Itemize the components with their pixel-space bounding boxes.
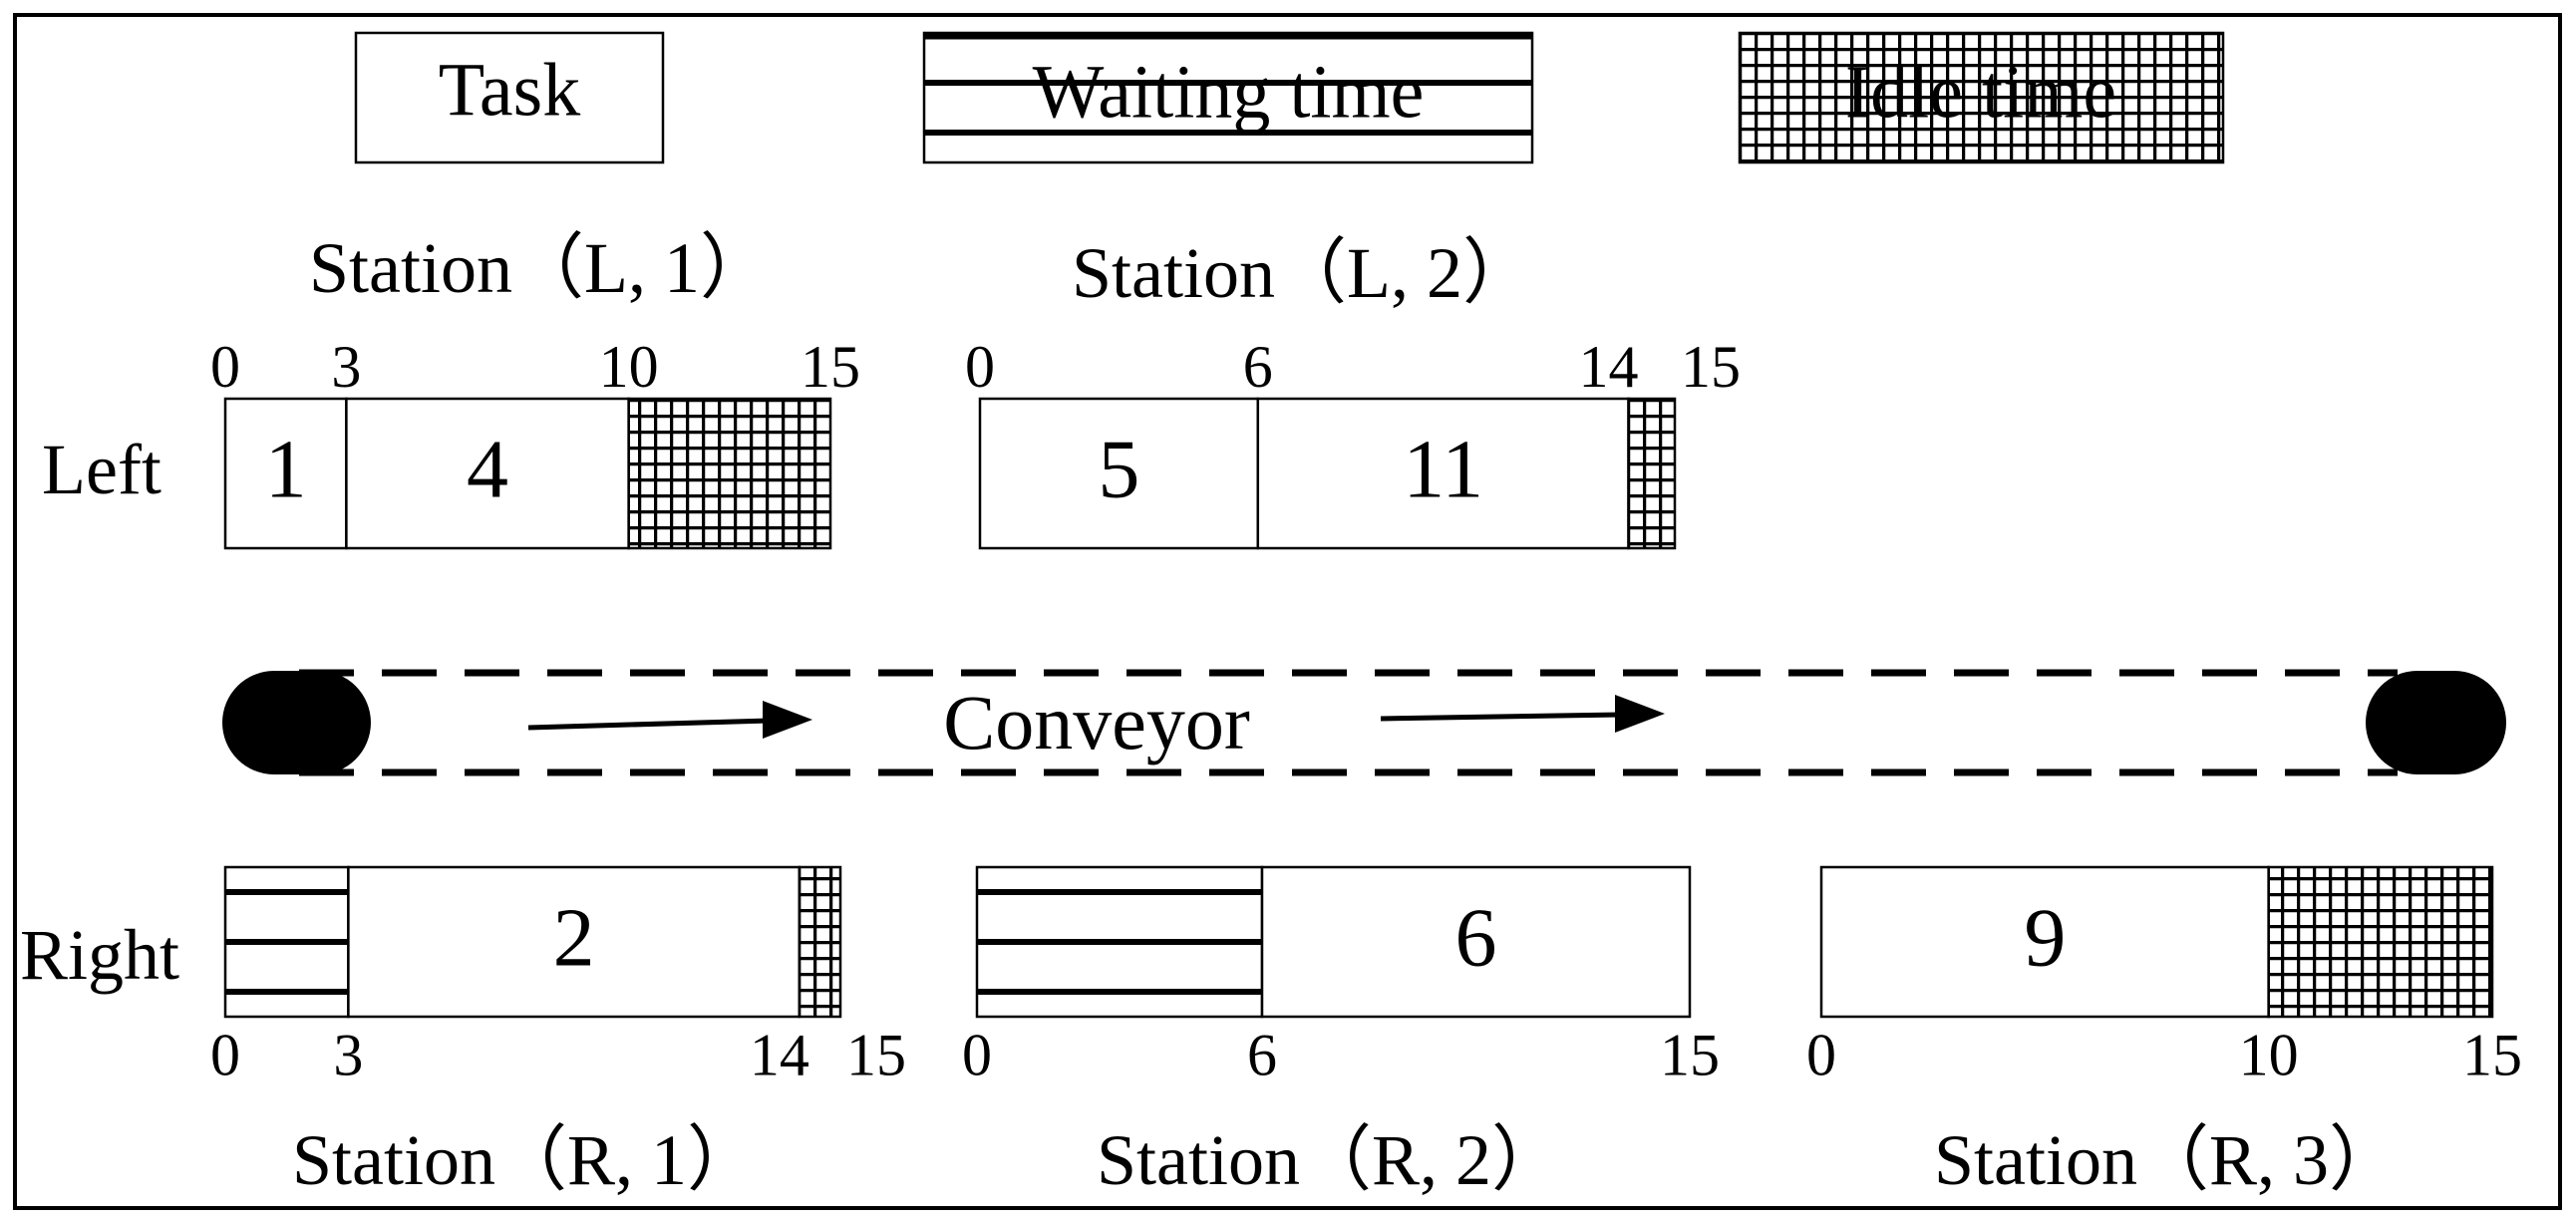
- tick-label: 10: [2239, 1022, 2299, 1087]
- station-title-R1: Station（R, 1）: [292, 1120, 759, 1200]
- conveyor-arrowhead-1: [763, 701, 812, 739]
- conveyor-arrow-2: [1380, 712, 1621, 722]
- legend-waiting-label: Waiting time: [1033, 50, 1425, 134]
- tick-label: 6: [1243, 334, 1273, 400]
- task-label: 4: [467, 423, 508, 515]
- conveyor-right-roller-shape: [2366, 671, 2506, 774]
- station-title-R3: Station（R, 3）: [1934, 1120, 2401, 1200]
- task-segment: [345, 397, 630, 550]
- side-label-right: Right: [20, 915, 179, 995]
- task-segment: [1819, 865, 2270, 1019]
- task-label: 9: [2024, 891, 2066, 984]
- tick-label: 15: [846, 1022, 906, 1087]
- station-title-L1: Station（L, 1）: [309, 228, 772, 308]
- tick-label: 6: [1247, 1022, 1277, 1087]
- tick-label: 0: [210, 1022, 240, 1087]
- task-label: 1: [265, 423, 307, 515]
- legend-task-box: [354, 31, 665, 164]
- tick-label: 15: [801, 334, 860, 400]
- task-label: 6: [1455, 891, 1497, 984]
- station-bar-R2: 6 0 6 15: [962, 865, 1720, 1087]
- task-label: 2: [553, 891, 595, 984]
- conveyor-left-roller: [222, 671, 371, 774]
- idle-segment: [2267, 865, 2494, 1019]
- tick-label: 0: [962, 1022, 992, 1087]
- legend-waiting-box: [922, 31, 1534, 164]
- task-segment: [347, 865, 802, 1019]
- conveyor-label: Conveyor: [943, 679, 1250, 765]
- station-title-L2: Station（L, 2）: [1072, 233, 1534, 313]
- tick-label: 0: [965, 334, 995, 400]
- conveyor-arrow-1: [527, 718, 769, 731]
- outer-border: [13, 13, 2562, 1210]
- tick-label: 10: [599, 334, 659, 400]
- station-title-R2: Station（R, 2）: [1097, 1120, 1563, 1200]
- side-label-left: Left: [42, 430, 161, 509]
- idle-segment: [627, 397, 832, 550]
- station-bar-R3: 9 0 10 15: [1806, 865, 2522, 1087]
- tick-label: 0: [210, 334, 240, 400]
- legend: Task Waiting time Idle time: [354, 31, 2225, 164]
- tick-label: 0: [1806, 1022, 1836, 1087]
- task-segment: [223, 397, 348, 550]
- tick-label: 3: [331, 334, 361, 400]
- tick-label: 15: [2462, 1022, 2522, 1087]
- task-label: 5: [1098, 423, 1139, 515]
- station-bar-R1: 2 0 3 14 15: [210, 865, 906, 1087]
- tick-label: 15: [1660, 1022, 1720, 1087]
- station-bar-L2: 5 11 0 6 14 15: [965, 334, 1741, 550]
- legend-idle-label: Idle time: [1845, 50, 2116, 134]
- legend-task-label: Task: [439, 48, 580, 132]
- idle-segment: [1627, 397, 1677, 550]
- tick-label: 15: [1681, 334, 1741, 400]
- idle-segment: [798, 865, 842, 1019]
- tick-label: 3: [333, 1022, 363, 1087]
- station-bar-L1: 1 4 0 3 10 15: [210, 334, 860, 550]
- task-label: 11: [1403, 423, 1483, 515]
- tick-label: 14: [1579, 334, 1639, 400]
- tick-label: 14: [750, 1022, 809, 1087]
- task-segment: [1256, 397, 1630, 550]
- task-segment: [1260, 865, 1692, 1019]
- legend-idle-box: [1738, 31, 2225, 164]
- conveyor: Conveyor: [222, 669, 2506, 776]
- conveyor-arrowhead-2: [1615, 695, 1665, 733]
